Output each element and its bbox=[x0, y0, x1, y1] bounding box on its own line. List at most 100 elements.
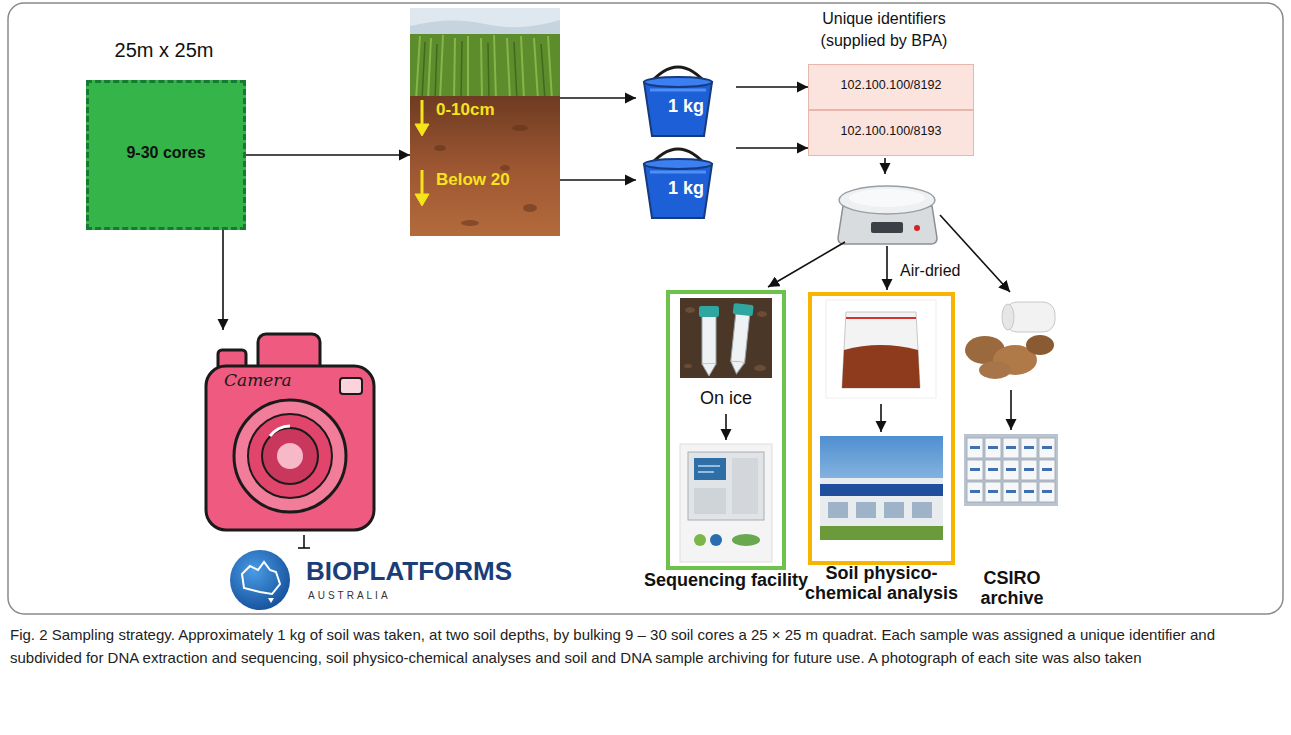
camera-illustration bbox=[340, 378, 362, 394]
sequencer-photo bbox=[680, 444, 772, 562]
analysis-box: Soil physico-chemical analysis bbox=[808, 292, 955, 565]
soil-profile-photo bbox=[434, 145, 446, 151]
scale-illustration bbox=[871, 222, 903, 233]
sequencer-photo bbox=[694, 458, 726, 480]
tubes-photo bbox=[699, 306, 719, 317]
bucket-illustration bbox=[644, 77, 712, 87]
connector bbox=[736, 148, 808, 149]
camera-illustration bbox=[206, 366, 374, 530]
sequencer-photo bbox=[732, 534, 760, 546]
soil-bag-photo bbox=[842, 312, 920, 388]
connector bbox=[736, 87, 808, 88]
identifier-text: 102.100.100/8193 bbox=[809, 124, 973, 138]
soil-archive-photo bbox=[1026, 335, 1054, 355]
identifier-panel: Unique identifiers (supplied by BPA)102.… bbox=[808, 8, 960, 156]
logo: BIOPLATFORMSAUSTRALIA bbox=[228, 548, 548, 612]
archive-shelves-photo bbox=[1024, 446, 1034, 449]
soil-profile-photo bbox=[416, 35, 552, 100]
soil-profile-photo bbox=[416, 35, 552, 100]
camera-illustration bbox=[206, 334, 374, 530]
connector-line bbox=[736, 147, 808, 149]
archive-shelves-photo bbox=[1003, 438, 1019, 458]
soil-profile-photo bbox=[434, 125, 537, 226]
logo-globe bbox=[268, 598, 274, 603]
connector-line bbox=[222, 230, 224, 330]
archive-shelves-photo bbox=[988, 468, 998, 471]
connector bbox=[560, 180, 636, 181]
archive-shelves-photo bbox=[1024, 490, 1034, 493]
scale-illustration bbox=[838, 186, 937, 244]
tubes-photo bbox=[757, 311, 767, 317]
sequencer-photo bbox=[688, 452, 764, 520]
flow-arrows bbox=[884, 158, 886, 174]
soil-bucket: 1 kg bbox=[636, 58, 736, 138]
weight-label: 1 kg bbox=[636, 178, 736, 199]
connector bbox=[298, 535, 310, 548]
soil-bag-photo bbox=[842, 345, 920, 388]
tubes-photo bbox=[754, 365, 766, 371]
tubes-photo bbox=[680, 298, 772, 378]
archive-shelves-photo bbox=[1003, 460, 1019, 480]
tubes-photo bbox=[702, 364, 716, 376]
archive-shelves-photo bbox=[967, 482, 983, 502]
flow-arrows bbox=[725, 414, 727, 440]
connector-line bbox=[560, 179, 636, 181]
figure-frame bbox=[8, 3, 1283, 614]
scale-illustration bbox=[914, 225, 920, 231]
camera-illustration bbox=[248, 414, 332, 498]
flow-arrows bbox=[880, 404, 882, 432]
soil-profile-photo bbox=[410, 96, 560, 236]
archive-shelves-photo bbox=[1039, 482, 1055, 502]
soil-profile-photo bbox=[415, 100, 429, 206]
flow-arrows bbox=[940, 215, 1010, 292]
laboratory-photo bbox=[912, 502, 932, 518]
connector-line bbox=[736, 86, 808, 88]
soil-archive-photo bbox=[979, 361, 1011, 379]
soil-profile: 0-10cmBelow 20 bbox=[410, 8, 560, 236]
camera-illustration bbox=[277, 443, 303, 469]
camera-icon: Camera bbox=[200, 330, 380, 535]
box-heading: Sequencing facility bbox=[644, 570, 808, 591]
archive-shelves-photo bbox=[1006, 490, 1016, 493]
archive-shelves-photo bbox=[1021, 438, 1037, 458]
logo-globe bbox=[242, 562, 280, 594]
laboratory-photo bbox=[820, 436, 943, 540]
archive-shelves-photo bbox=[967, 438, 983, 458]
tubes-photo bbox=[727, 303, 754, 375]
archive-shelves-photo bbox=[970, 446, 980, 449]
laboratory-photo bbox=[828, 502, 848, 518]
process-note: Air-dried bbox=[900, 262, 960, 280]
archive-shelves-photo bbox=[1039, 460, 1055, 480]
soil-profile-photo bbox=[415, 124, 429, 136]
soil-profile-photo bbox=[422, 41, 545, 100]
logo-globe bbox=[230, 550, 290, 610]
flow-arrows bbox=[886, 246, 888, 290]
soil-profile-photo bbox=[422, 41, 545, 100]
archive-shelves-photo bbox=[1039, 438, 1055, 458]
archive-shelves-photo bbox=[988, 490, 998, 493]
scale-illustration bbox=[839, 186, 935, 214]
archive-shelves-photo bbox=[1006, 468, 1016, 471]
logo-globe bbox=[230, 550, 290, 610]
archive-shelves-photo bbox=[970, 468, 980, 471]
archive-shelves-photo bbox=[967, 460, 983, 480]
bucket-illustration bbox=[650, 171, 706, 174]
connector-line bbox=[246, 154, 410, 156]
weight-label: 1 kg bbox=[636, 96, 736, 117]
archive-shelves-photo bbox=[1021, 482, 1037, 502]
soil-profile-photo bbox=[461, 220, 479, 226]
soil-profile-photo bbox=[410, 34, 560, 100]
soil-bag-photo bbox=[846, 317, 916, 319]
connector bbox=[223, 230, 224, 330]
soil-profile-photo bbox=[421, 170, 424, 196]
archive-shelves-photo bbox=[967, 438, 1055, 502]
soil-profile-photo bbox=[512, 125, 528, 131]
figure-frame bbox=[8, 3, 1283, 614]
laboratory-photo bbox=[820, 478, 943, 526]
camera-label: Camera bbox=[224, 370, 292, 390]
archive-shelves-photo bbox=[1042, 446, 1052, 449]
archive-shelves-photo bbox=[1024, 468, 1034, 471]
figure-caption: Fig. 2 Sampling strategy. Approximately … bbox=[10, 623, 1282, 669]
tubes-photo bbox=[684, 364, 692, 368]
tubes-photo bbox=[684, 307, 767, 371]
